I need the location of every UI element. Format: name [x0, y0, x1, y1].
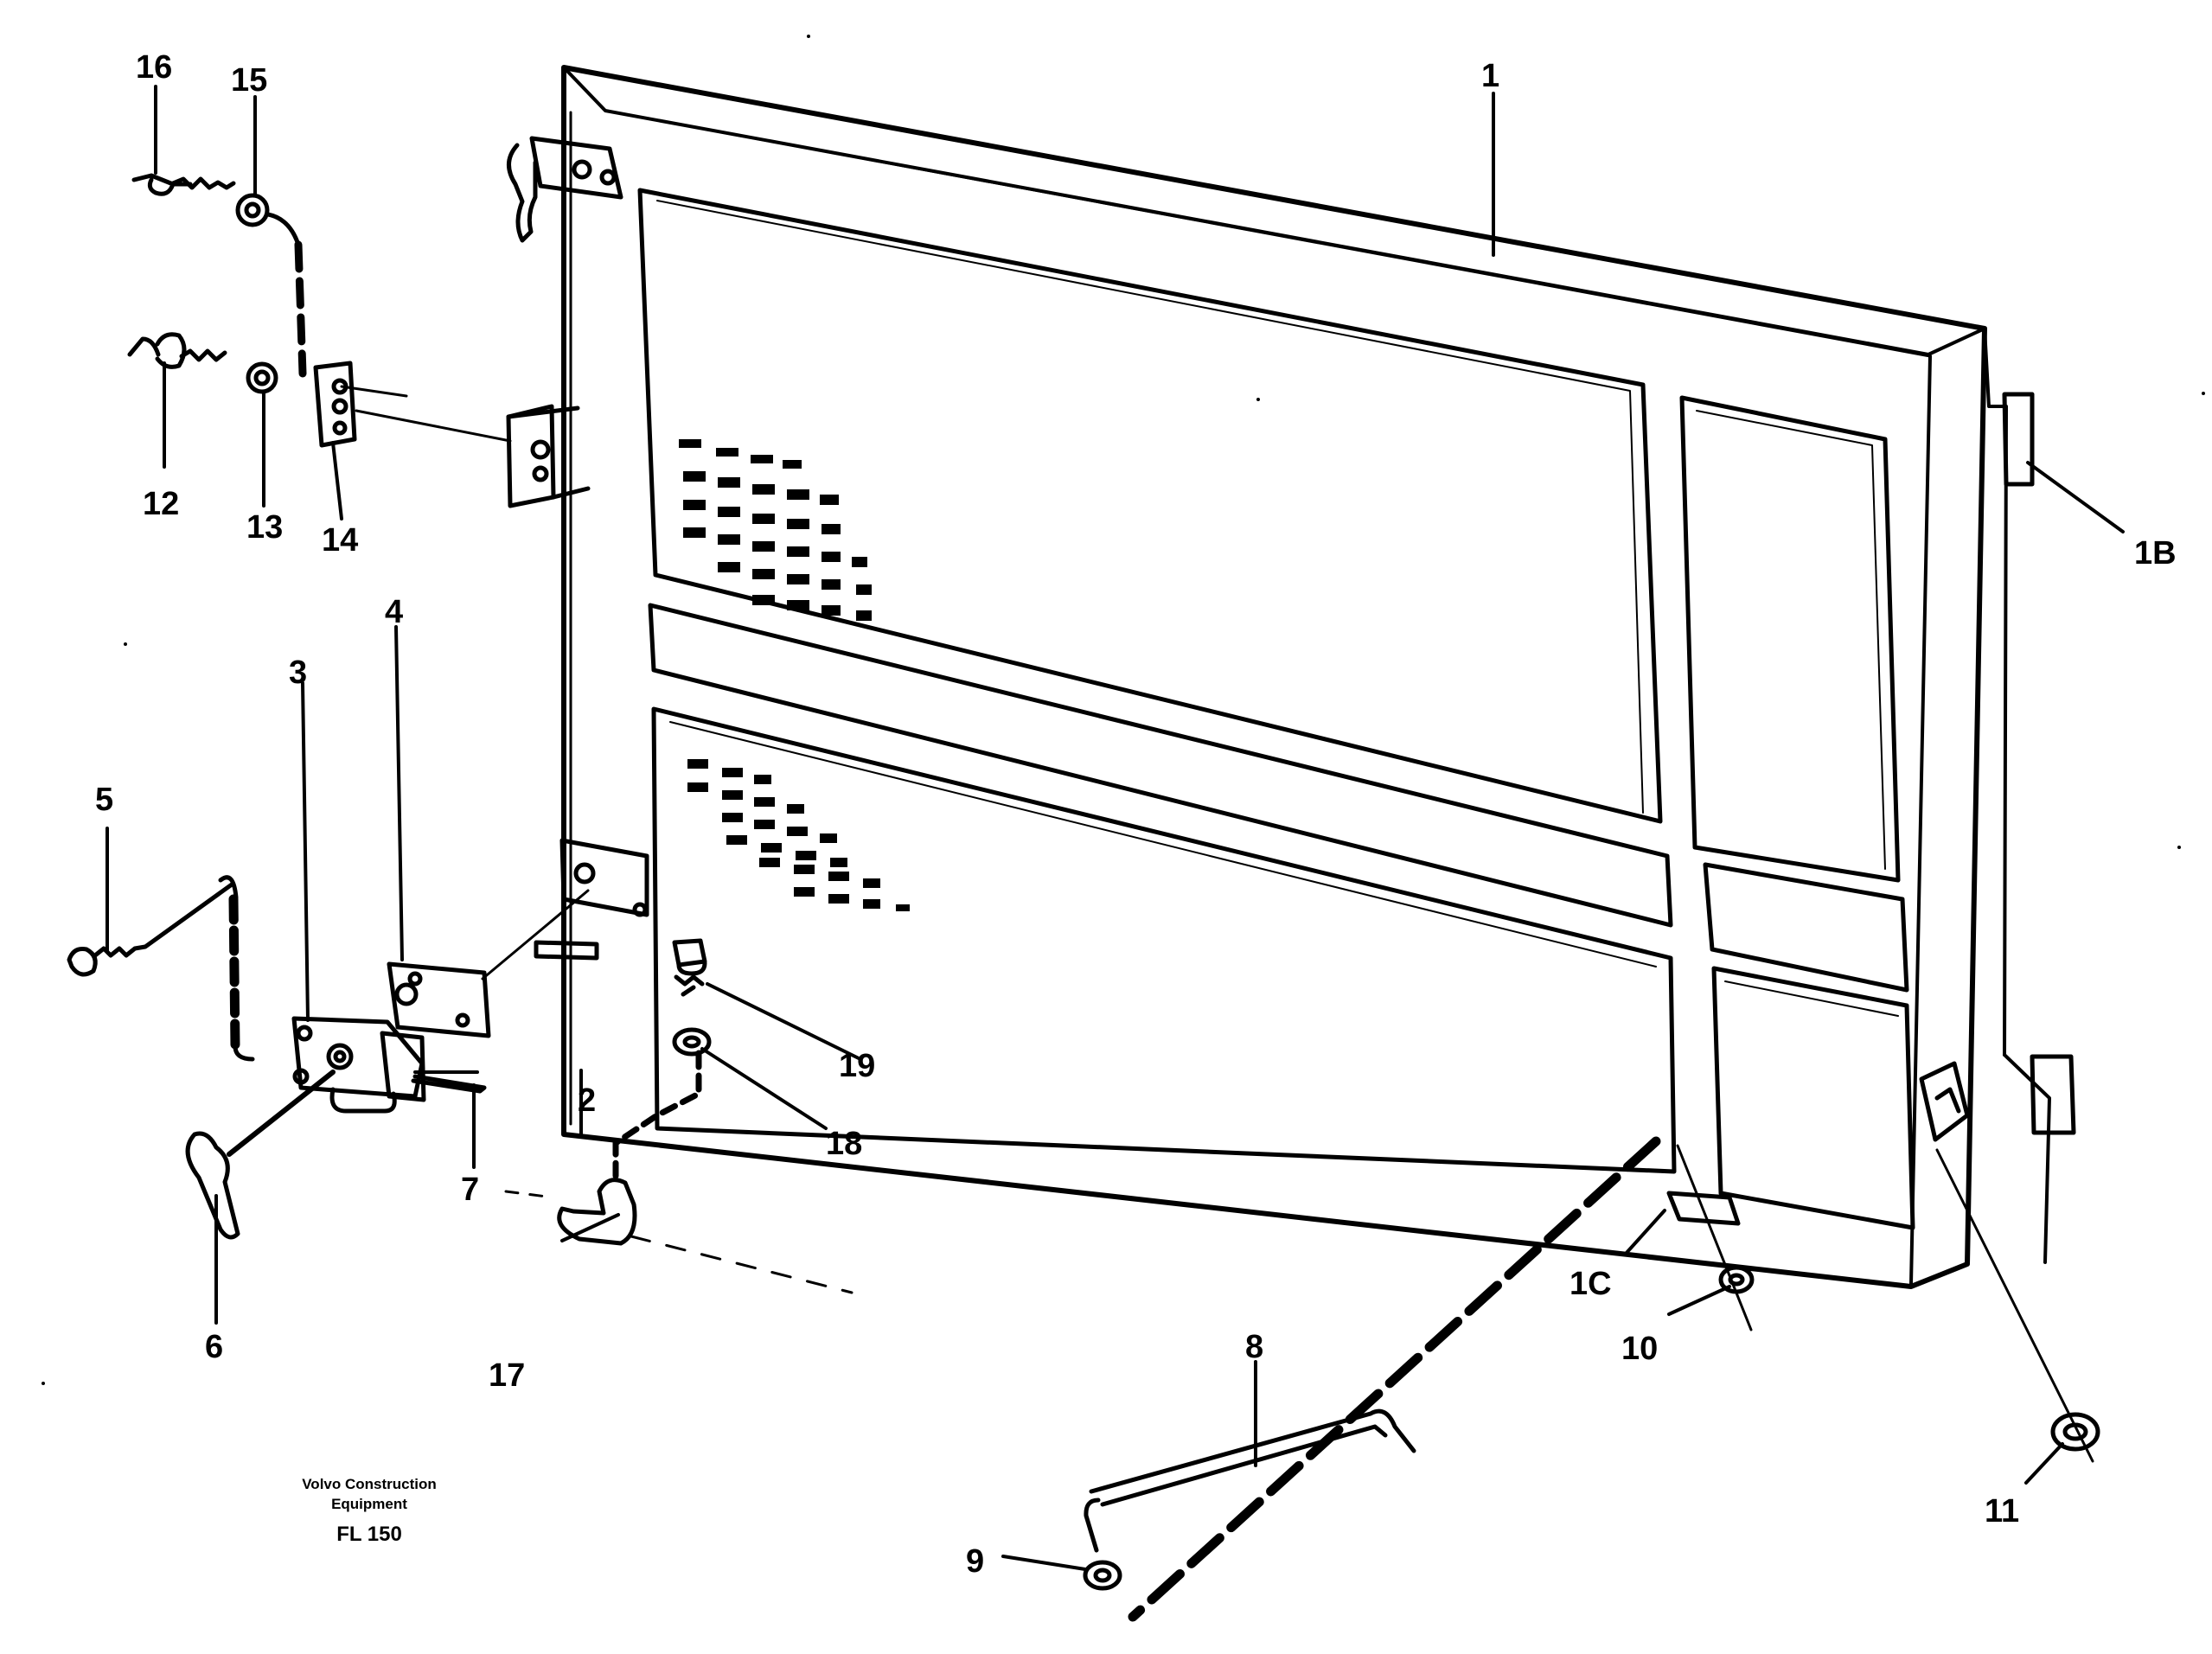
callout-19: 19	[839, 1048, 875, 1084]
callout-9: 9	[966, 1543, 984, 1580]
callout-17: 17	[489, 1357, 525, 1394]
callout-18: 18	[826, 1126, 862, 1162]
scan-specks	[42, 35, 2205, 1385]
part-12-13-14-15-16-assembly	[127, 173, 512, 448]
callout-1: 1	[1481, 58, 1499, 94]
callout-1c: 1C	[1569, 1266, 1612, 1302]
callout-10: 10	[1621, 1331, 1658, 1367]
callout-3: 3	[289, 655, 307, 691]
callout-15: 15	[231, 62, 267, 99]
callout-labels: 1 1B 1C 2 3 4 5 6 7 8 9 10 11 12 13 14 1…	[95, 49, 2177, 1580]
part-17-18-19-assembly	[504, 938, 853, 1294]
part-3-4-5-6-7-assembly	[67, 875, 599, 1240]
callout-6: 6	[205, 1329, 223, 1365]
leader-lines	[105, 85, 2125, 1571]
caption-block: Volvo Construction Equipment FL 150	[302, 1476, 437, 1546]
callout-1b: 1B	[2134, 535, 2177, 572]
caption-line-1: Volvo Construction	[302, 1476, 437, 1492]
callout-13: 13	[246, 509, 283, 546]
callout-7: 7	[461, 1172, 479, 1208]
callout-12: 12	[143, 486, 179, 522]
callout-11: 11	[1985, 1493, 2019, 1529]
caption-model: FL 150	[336, 1523, 402, 1546]
callout-5: 5	[95, 782, 113, 818]
callout-8: 8	[1245, 1329, 1263, 1365]
caption-line-2: Equipment	[331, 1496, 407, 1512]
callout-4: 4	[385, 594, 403, 630]
panel-hinges	[506, 136, 2076, 1226]
part-8-9-10-11	[1083, 1136, 2100, 1622]
callout-2: 2	[578, 1082, 596, 1119]
callout-16: 16	[136, 49, 172, 86]
vent-slots	[679, 439, 910, 911]
callout-14: 14	[322, 522, 358, 559]
